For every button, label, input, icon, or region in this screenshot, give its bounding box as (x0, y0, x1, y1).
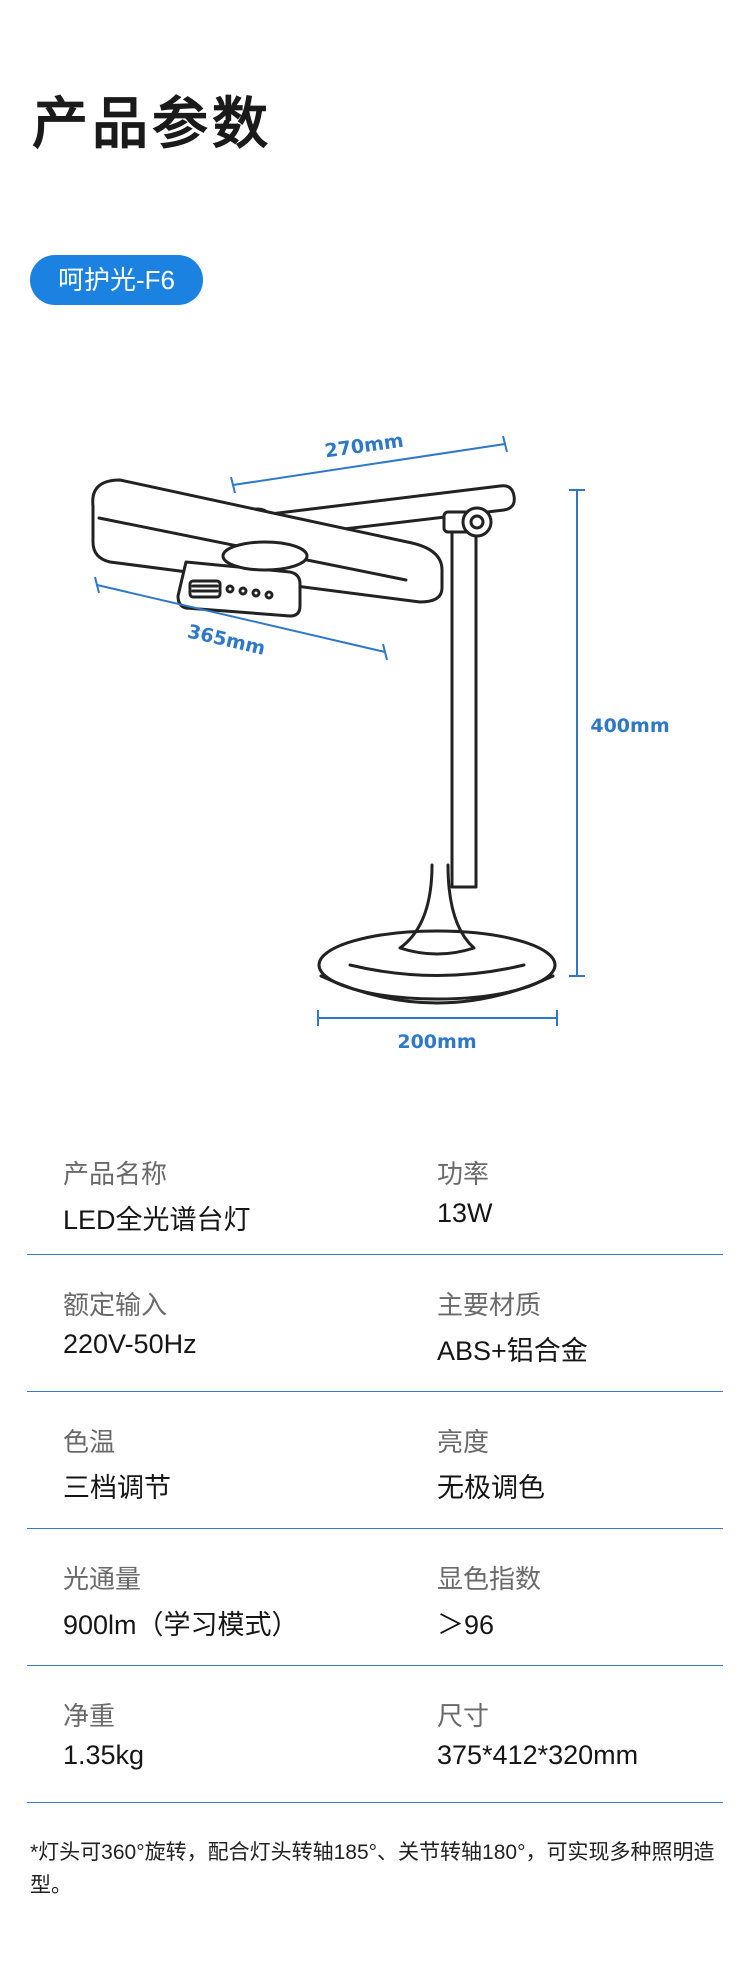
spec-cell: 功率 13W (437, 1118, 750, 1254)
spec-value: 三档调节 (63, 1473, 171, 1503)
dim-label-height: 400mm (590, 715, 669, 737)
spec-label: 功率 (437, 1159, 490, 1189)
lamp-pole (450, 523, 478, 889)
spec-table: 产品名称 LED全光谱台灯 功率 13W 额定输入 220V-50Hz 主要材质… (27, 1118, 723, 1803)
spec-value: ABS+铝合金 (437, 1336, 588, 1366)
spec-label: 净重 (63, 1701, 116, 1731)
spec-row: 净重 1.35kg 尺寸 375*412*320mm (27, 1666, 723, 1803)
spec-label: 亮度 (437, 1427, 490, 1457)
spec-value: 220V-50Hz (63, 1329, 197, 1359)
spec-value: LED全光谱台灯 (63, 1205, 251, 1235)
spec-value: 1.35kg (63, 1740, 145, 1770)
spec-row: 光通量 900lm（学习模式） 显色指数 ＞96 (27, 1529, 723, 1666)
dim-label-arm: 270mm (323, 430, 405, 463)
spec-row: 额定输入 220V-50Hz 主要材质 ABS+铝合金 (27, 1255, 723, 1392)
dimension-lines (94, 435, 585, 1026)
spec-value: 无极调色 (437, 1473, 545, 1503)
spec-cell: 主要材质 ABS+铝合金 (437, 1255, 750, 1391)
spec-cell: 亮度 无极调色 (437, 1392, 750, 1528)
footnote: *灯头可360°旋转，配合灯头转轴185°、关节转轴180°，可实现多种照明造型… (30, 1841, 715, 1897)
spec-label: 显色指数 (437, 1564, 542, 1594)
spec-label: 额定输入 (63, 1290, 168, 1320)
lamp-base (317, 929, 557, 1001)
page-title: 产品参数 (32, 92, 272, 155)
spec-value: 375*412*320mm (437, 1740, 639, 1770)
spec-label: 产品名称 (63, 1159, 168, 1189)
spec-cell: 尺寸 375*412*320mm (437, 1666, 750, 1802)
spec-label: 主要材质 (437, 1290, 542, 1320)
dim-line-arm (232, 443, 506, 486)
spec-cell: 显色指数 ＞96 (437, 1529, 750, 1665)
spec-cell: 色温 三档调节 (63, 1392, 393, 1528)
spec-cell: 产品名称 LED全光谱台灯 (63, 1118, 393, 1254)
spec-row: 色温 三档调节 亮度 无极调色 (27, 1392, 723, 1529)
spec-label: 色温 (63, 1427, 116, 1457)
spec-label: 尺寸 (437, 1701, 490, 1731)
spec-value: 900lm（学习模式） (63, 1610, 299, 1640)
lamp-illustration (91, 478, 557, 1005)
dim-label-head: 365mm (185, 621, 267, 660)
lamp-dimension-diagram: 270mm 365mm 400mm 200mm (91, 430, 670, 1053)
dim-line-head (96, 584, 386, 653)
spec-label: 光通量 (63, 1564, 142, 1594)
model-badge: 呵护光-F6 (30, 255, 204, 305)
spec-value: ＞96 (437, 1610, 495, 1640)
dim-label-base: 200mm (397, 1031, 476, 1053)
spec-cell: 光通量 900lm（学习模式） (63, 1529, 393, 1665)
spec-cell: 净重 1.35kg (63, 1666, 393, 1802)
spec-row: 产品名称 LED全光谱台灯 功率 13W (27, 1118, 723, 1255)
spec-value: 13W (437, 1198, 493, 1228)
spec-cell: 额定输入 220V-50Hz (63, 1255, 393, 1391)
